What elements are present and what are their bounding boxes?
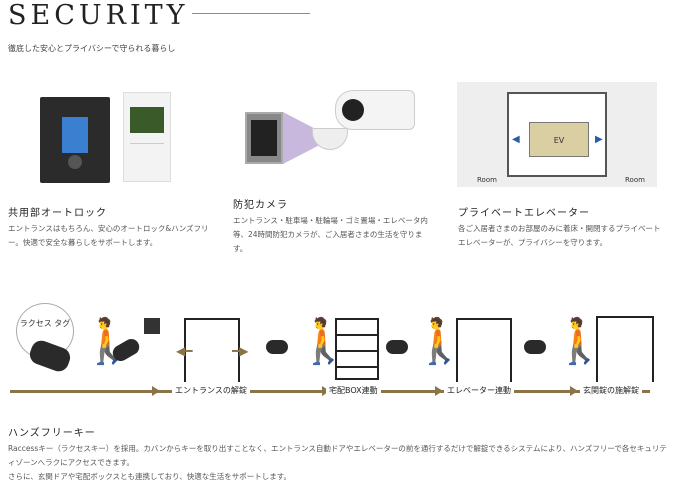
- feature-text-autolock: エントランスはもちろん、安心のオートロック&ハンズフリー。快適で安全な暮らしをサ…: [8, 224, 209, 247]
- door-open-arrow-left-icon: ◀━: [176, 344, 193, 358]
- raccess-tag-icon: [386, 340, 408, 354]
- flow-step-front-door: 玄関錠の施解錠: [580, 385, 642, 396]
- bullet-camera-image: [335, 90, 415, 130]
- feature-title-camera: 防犯カメラ: [233, 200, 288, 211]
- handsfree-text-1: Raccessキー（ラクセスキー）を採用。カバンからキーを取り出すことなく、エン…: [8, 444, 667, 467]
- front-door-icon: [596, 316, 654, 382]
- feature-text-camera: エントランス・駐車場・駐輪場・ゴミ置場・エレベータ内等、24時間防犯カメラが、ご…: [233, 216, 428, 253]
- flow-step-delivery-box: 宅配BOX連動: [326, 385, 381, 396]
- raccess-tag-icon: [266, 340, 288, 354]
- delivery-box-icon: [335, 318, 379, 380]
- indoor-monitor-image: [123, 92, 171, 182]
- page-title: SECURITY: [8, 0, 189, 31]
- tag-bubble-label: ラクセス タグ: [19, 319, 71, 328]
- page-subtitle: 徹底した安心とプライバシーで守られる暮らし: [8, 44, 176, 53]
- flow-arrow-head: [570, 386, 578, 396]
- feature-text-elevator: 各ご入居者さまのお部屋のみに着床・開閉するプライベートエレベーターが、プライバシ…: [458, 224, 661, 247]
- room-right-label: Room: [625, 176, 645, 184]
- title-divider: [192, 13, 310, 14]
- feature-title-elevator: プライベートエレベーター: [458, 208, 590, 219]
- flow-step-entrance: エントランスの解錠: [172, 385, 250, 396]
- door-open-arrow-right-icon: ━▶: [232, 344, 249, 358]
- handsfree-title: ハンズフリーキー: [8, 428, 96, 439]
- entrance-door-icon: [184, 318, 240, 382]
- flow-arrow-head: [435, 386, 443, 396]
- feature-title-autolock: 共用部オートロック: [8, 208, 107, 219]
- camera-monitor-image: [245, 112, 283, 164]
- room-left-label: Room: [477, 176, 497, 184]
- intercom-panel-image: [40, 97, 110, 183]
- dome-camera-image: [312, 128, 348, 150]
- flow-arrow-head: [152, 386, 160, 396]
- reader-panel-icon: [144, 318, 160, 334]
- handsfree-text-2: さらに、玄関ドアや宅配ボックスとも連携しており、快適な生活をサポートします。: [8, 472, 292, 481]
- flow-step-elevator: エレベーター連動: [444, 385, 514, 396]
- raccess-tag-icon: [524, 340, 546, 354]
- ev-label: EV: [529, 122, 589, 157]
- elevator-floor-plan: EV ◀ ▶ Room Room: [457, 82, 657, 187]
- elevator-icon: [456, 318, 512, 382]
